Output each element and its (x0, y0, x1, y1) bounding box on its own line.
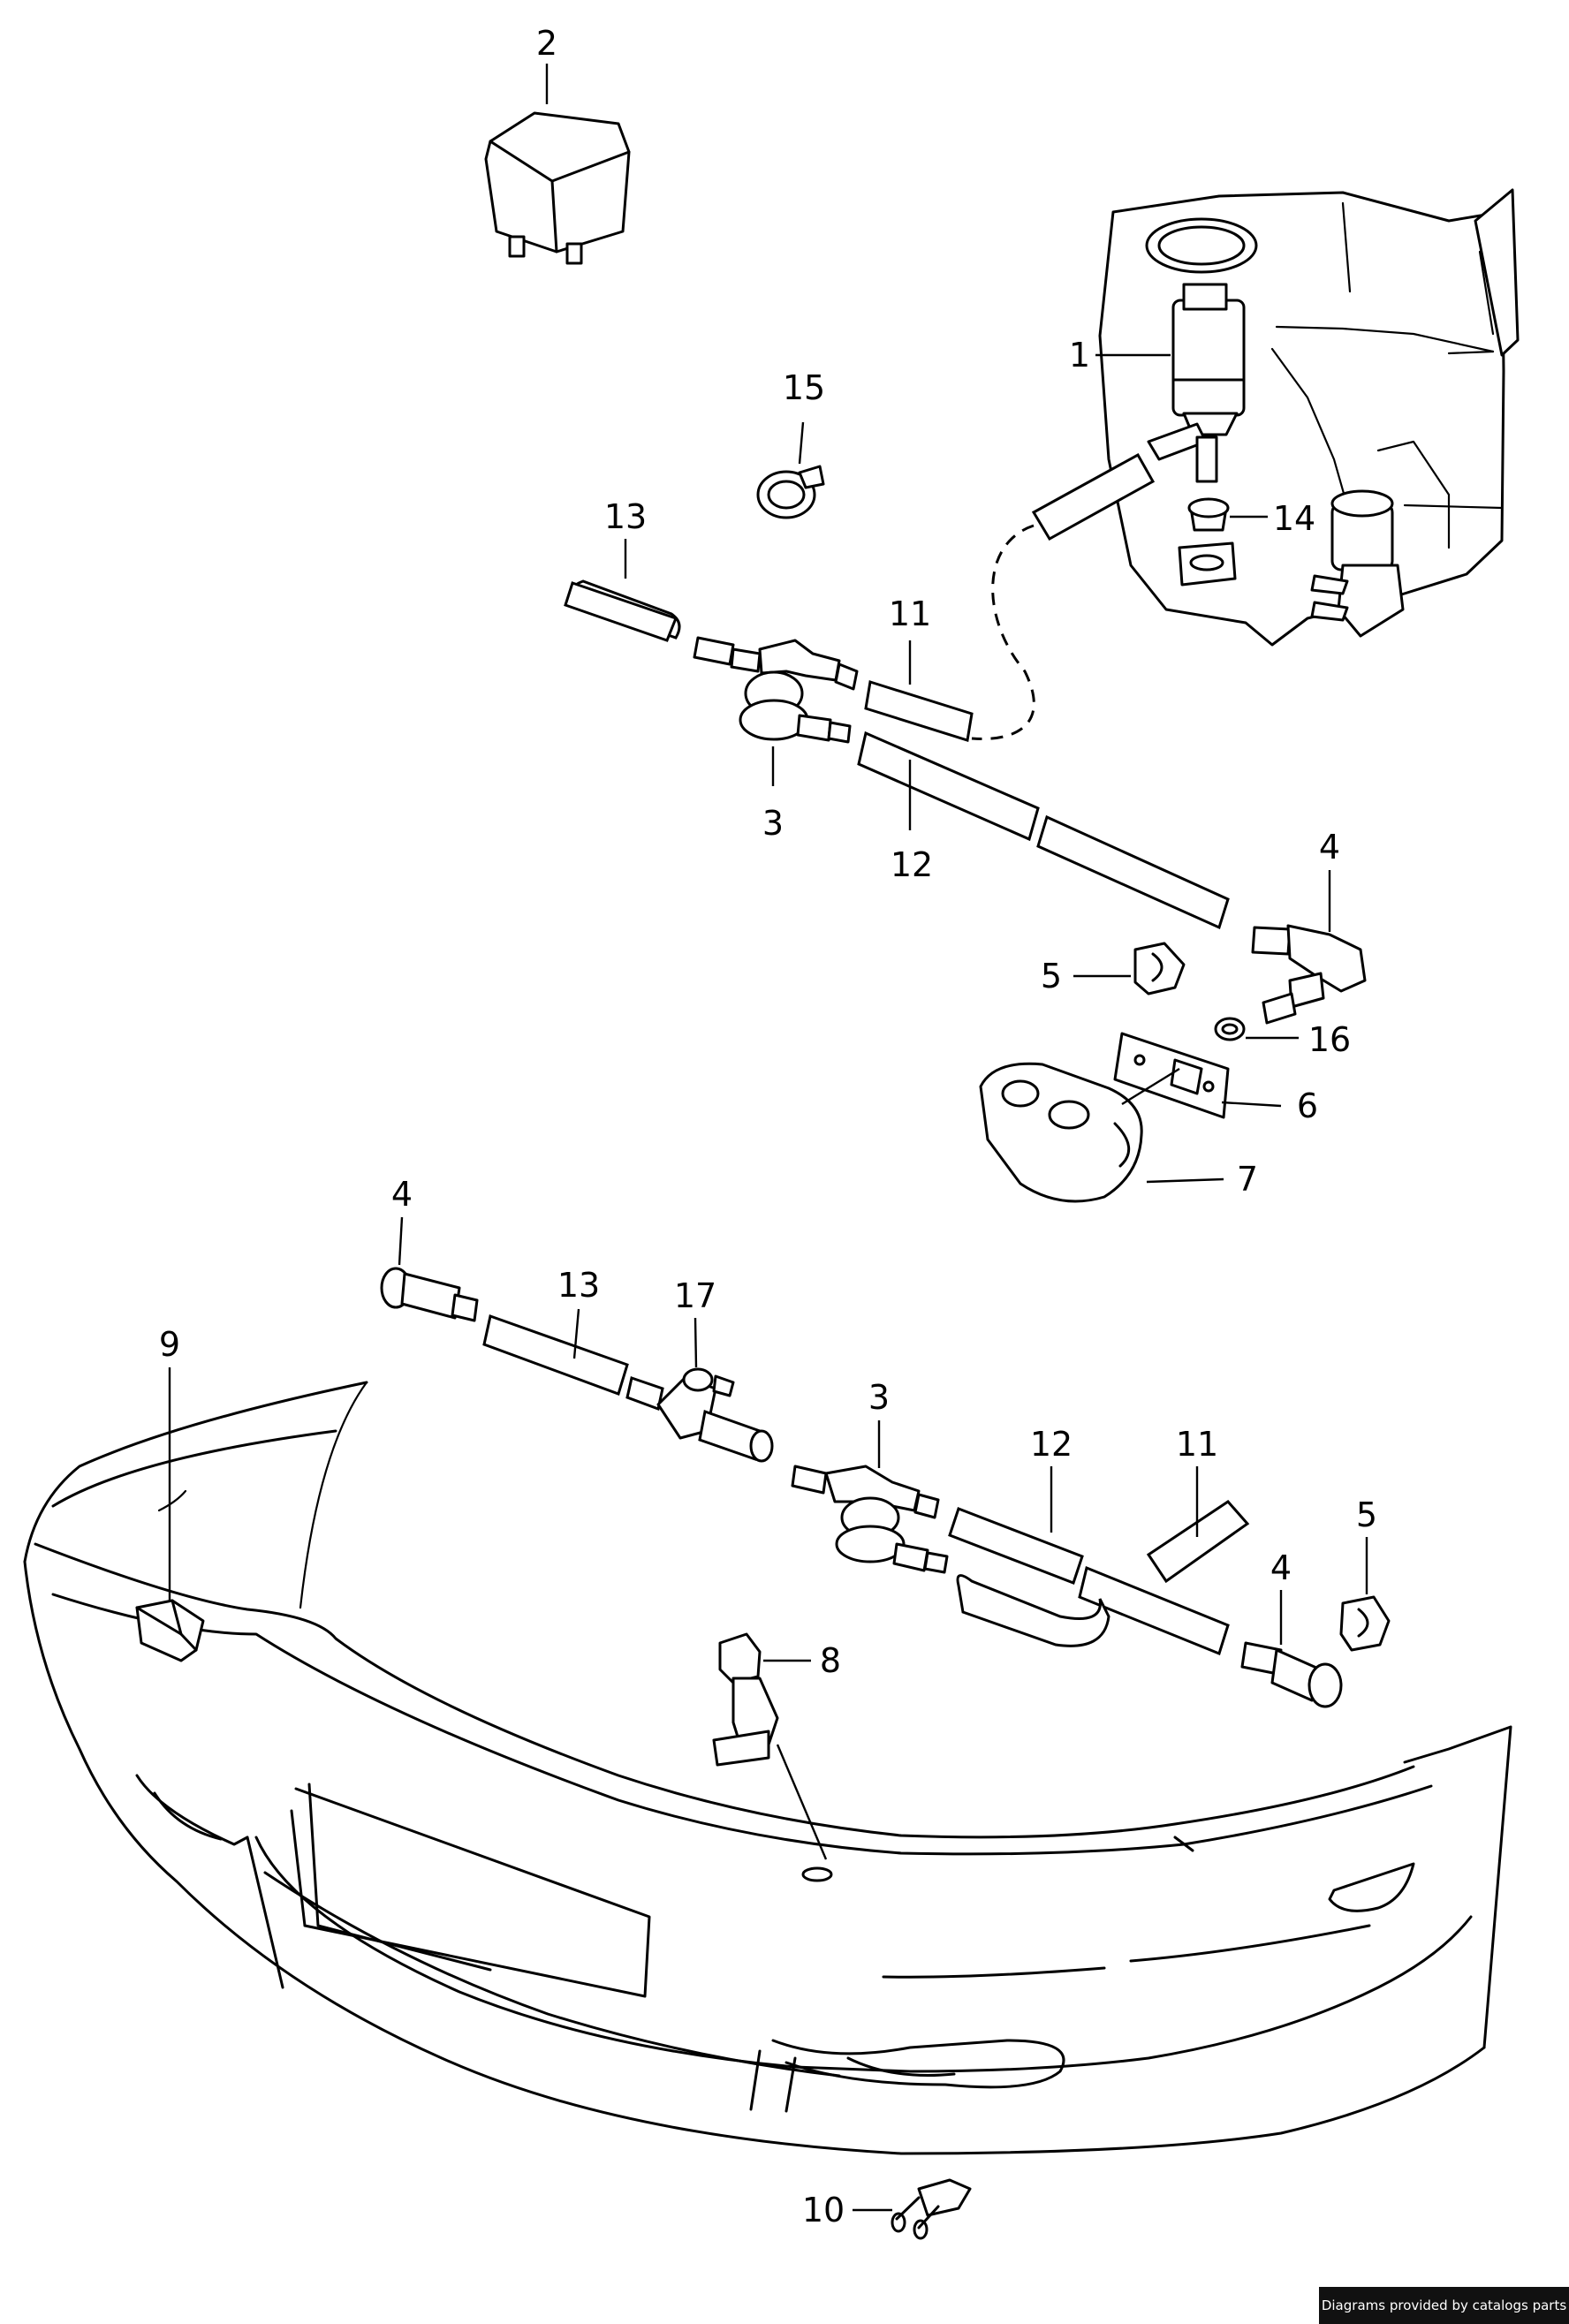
leader-lines (168, 64, 1368, 2212)
nozzle-part-7 (979, 1062, 1143, 1203)
check-valve-part-3-upper (739, 639, 859, 744)
front-bumper (23, 1381, 1512, 2155)
callout-5-lower: 5 (1356, 1495, 1377, 1534)
clip-part-10 (891, 2178, 972, 2240)
hose-part-12-lower (948, 1507, 1230, 1656)
hose-part-13-lower (482, 1314, 664, 1412)
callout-labels: 2 1 15 13 14 11 3 12 4 5 16 6 7 4 13 17 … (159, 24, 1377, 2229)
callout-17: 17 (674, 1276, 716, 1315)
callout-4-upper: 4 (1319, 828, 1340, 867)
credit-badge: Diagrams provided by catalogs parts (1319, 2287, 1569, 2324)
callout-1: 1 (1069, 336, 1090, 375)
upper-connector (693, 636, 762, 673)
callout-11-upper: 11 (889, 594, 931, 633)
callout-10: 10 (802, 2191, 845, 2229)
hose-part-11-upper (864, 680, 974, 742)
callout-7: 7 (1237, 1160, 1258, 1199)
hose-part-12-upper (857, 731, 1230, 930)
callout-13-lower: 13 (557, 1266, 600, 1305)
upper-hose-13 (564, 579, 681, 642)
callout-16: 16 (1308, 1020, 1351, 1059)
callout-4-lower-left: 4 (391, 1175, 413, 1214)
callout-3-upper: 3 (762, 804, 784, 843)
connector-part-4-lower-right (1240, 1641, 1343, 1708)
hose-clamp-part-15 (756, 465, 825, 519)
callout-15: 15 (783, 368, 825, 407)
check-valve-part-3-lower (791, 1465, 949, 1574)
headlight-washer-pump (1310, 489, 1405, 638)
callout-11-lower: 11 (1176, 1425, 1218, 1464)
nozzle-part-8 (712, 1632, 833, 1882)
clip-part-5-lower (1339, 1595, 1391, 1652)
relay-part-2 (484, 111, 631, 265)
connector-part-4-lower-left (380, 1267, 479, 1322)
callout-12-upper: 12 (891, 845, 933, 884)
pump-hose (971, 452, 1156, 740)
callout-2: 2 (536, 24, 557, 63)
hose-part-11-lower (956, 1500, 1250, 1647)
washer-pump-part-1 (1147, 283, 1246, 483)
clip-part-5-upper (1133, 942, 1186, 995)
elbow-connector-part-4-upper (1251, 924, 1367, 1025)
callout-12-lower: 12 (1030, 1425, 1073, 1464)
callout-9: 9 (159, 1325, 180, 1364)
callout-5-upper: 5 (1041, 957, 1062, 995)
tee-part-17 (656, 1367, 774, 1463)
grommet-part-14 (1178, 497, 1237, 587)
washer-reservoir (1098, 188, 1520, 647)
callout-8: 8 (820, 1641, 841, 1680)
callout-13-upper: 13 (604, 497, 647, 536)
callout-14: 14 (1273, 499, 1315, 538)
callout-6: 6 (1297, 1086, 1318, 1125)
o-ring-part-16 (1214, 1017, 1246, 1041)
callout-4-lower-right: 4 (1270, 1548, 1292, 1587)
callout-3-lower: 3 (868, 1378, 890, 1417)
